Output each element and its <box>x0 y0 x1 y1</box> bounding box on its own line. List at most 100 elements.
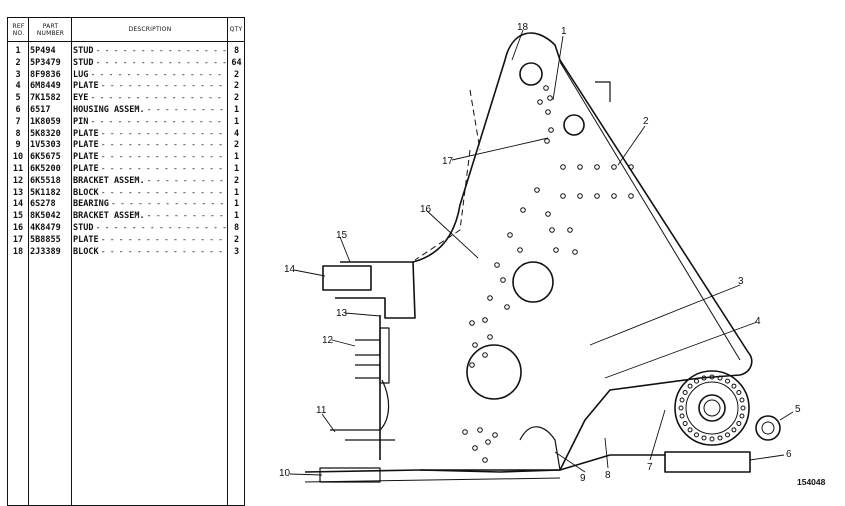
bolt-hole <box>611 193 617 199</box>
bolt-hole <box>560 164 566 170</box>
part-quantity: 2 <box>233 81 240 92</box>
bolt-hole <box>504 304 510 310</box>
housing-outline <box>412 32 753 473</box>
table-row: 164K8479STUD8 <box>8 223 244 234</box>
bearing-bore <box>698 394 726 422</box>
part-quantity: 1 <box>233 105 240 115</box>
callout-8: 8 <box>605 470 611 481</box>
part-description: BRACKET ASSEM. <box>73 176 228 187</box>
bearing-ring-hole <box>709 436 715 442</box>
part-description: BLOCK <box>73 247 228 258</box>
bearing-ring-hole <box>682 421 688 426</box>
part-description: PLATE <box>73 164 228 175</box>
bearing-ring-hole <box>725 378 730 384</box>
bearing-14 <box>322 265 372 291</box>
bolt-hole <box>594 164 600 170</box>
part-number: 5P494 <box>30 46 56 56</box>
bolt-hole <box>494 262 500 268</box>
ref-number: 18 <box>12 246 24 257</box>
ref-number: 16 <box>12 223 24 233</box>
part-quantity: 8 <box>233 223 240 233</box>
part-number: 6S278 <box>30 199 56 210</box>
table-row: 46M8449PLATE2 <box>8 81 244 92</box>
part-quantity: 2 <box>233 234 240 245</box>
bolt-hole <box>594 193 600 199</box>
bolt-hole <box>487 334 493 340</box>
bolt-hole <box>628 193 634 199</box>
part-number: 6K5200 <box>30 164 61 174</box>
callout-14: 14 <box>284 264 296 275</box>
top-hole <box>519 62 543 86</box>
bearing-housing <box>674 370 750 446</box>
eye-part <box>755 415 781 441</box>
bolt-hole <box>477 427 483 433</box>
bolt-hole <box>469 320 475 326</box>
bolt-hole <box>500 277 506 283</box>
part-number: 4K8479 <box>30 223 61 233</box>
header-qty: QTY <box>228 18 244 42</box>
bolt-hole <box>567 227 573 233</box>
bolt-hole <box>485 439 491 445</box>
table-row: 182J3389BLOCK3 <box>8 247 244 258</box>
ref-number: 14 <box>12 199 24 210</box>
bolt-hole <box>482 352 488 358</box>
table-row: 57K1582EYE2 <box>8 93 244 104</box>
part-description: PLATE <box>73 235 228 246</box>
bearing-ring-hole <box>687 383 693 389</box>
callout-17: 17 <box>442 156 454 167</box>
callout-9: 9 <box>580 473 586 484</box>
part-quantity: 1 <box>233 164 240 174</box>
part-description: STUD <box>73 58 228 69</box>
bearing-ring-hole <box>682 390 688 395</box>
part-number: 8K5042 <box>30 211 61 222</box>
part-number: 5B8855 <box>30 234 61 245</box>
bottom-plate-lower <box>304 477 561 483</box>
upper-hole <box>563 114 585 136</box>
ref-number: 7 <box>15 116 21 127</box>
bolt-hole <box>487 295 493 301</box>
part-number: 1K8059 <box>30 116 61 127</box>
bolt-hole <box>462 429 468 435</box>
part-number: 6K5518 <box>30 175 61 186</box>
bearing-ring-hole <box>736 421 742 426</box>
eye-hole <box>761 421 775 435</box>
plate-9 <box>519 426 561 471</box>
part-quantity: 1 <box>233 187 240 198</box>
bearing-ring-hole <box>709 374 715 380</box>
bolt-hole <box>549 227 555 233</box>
part-number: 8F9836 <box>30 69 61 80</box>
ref-number: 12 <box>12 175 24 186</box>
ref-number: 3 <box>15 69 21 80</box>
part-quantity: 1 <box>233 152 240 163</box>
bearing-ring-hole <box>739 397 745 403</box>
ref-number: 11 <box>12 164 24 174</box>
bolt-hole-pattern <box>462 85 746 463</box>
lower-hole <box>466 344 522 400</box>
callout-15: 15 <box>336 230 348 241</box>
bolt-hole <box>553 247 559 253</box>
bearing-ring-hole <box>717 375 723 381</box>
part-description: PLATE <box>73 81 228 92</box>
bolt-hole <box>534 187 540 193</box>
callout-6: 6 <box>786 449 792 460</box>
bolt-hole <box>507 232 513 238</box>
bearing-ring-hole <box>679 413 685 419</box>
part-description: EYE <box>73 93 228 104</box>
ref-number: 5 <box>15 93 21 104</box>
bolt-hole <box>545 211 551 217</box>
callout-2: 2 <box>643 116 649 127</box>
column-divider <box>71 18 72 505</box>
ref-number: 1 <box>15 46 21 56</box>
part-quantity: 2 <box>233 93 240 104</box>
bracket-15 <box>335 261 416 319</box>
part-quantity: 2 <box>233 69 240 80</box>
bearing-ring-hole <box>701 435 707 441</box>
part-number: 2J3389 <box>30 246 61 257</box>
bolt-hole <box>577 164 583 170</box>
ref-number: 8 <box>15 128 21 139</box>
bearing-housing-inner <box>685 381 739 435</box>
callout-5: 5 <box>795 404 801 415</box>
